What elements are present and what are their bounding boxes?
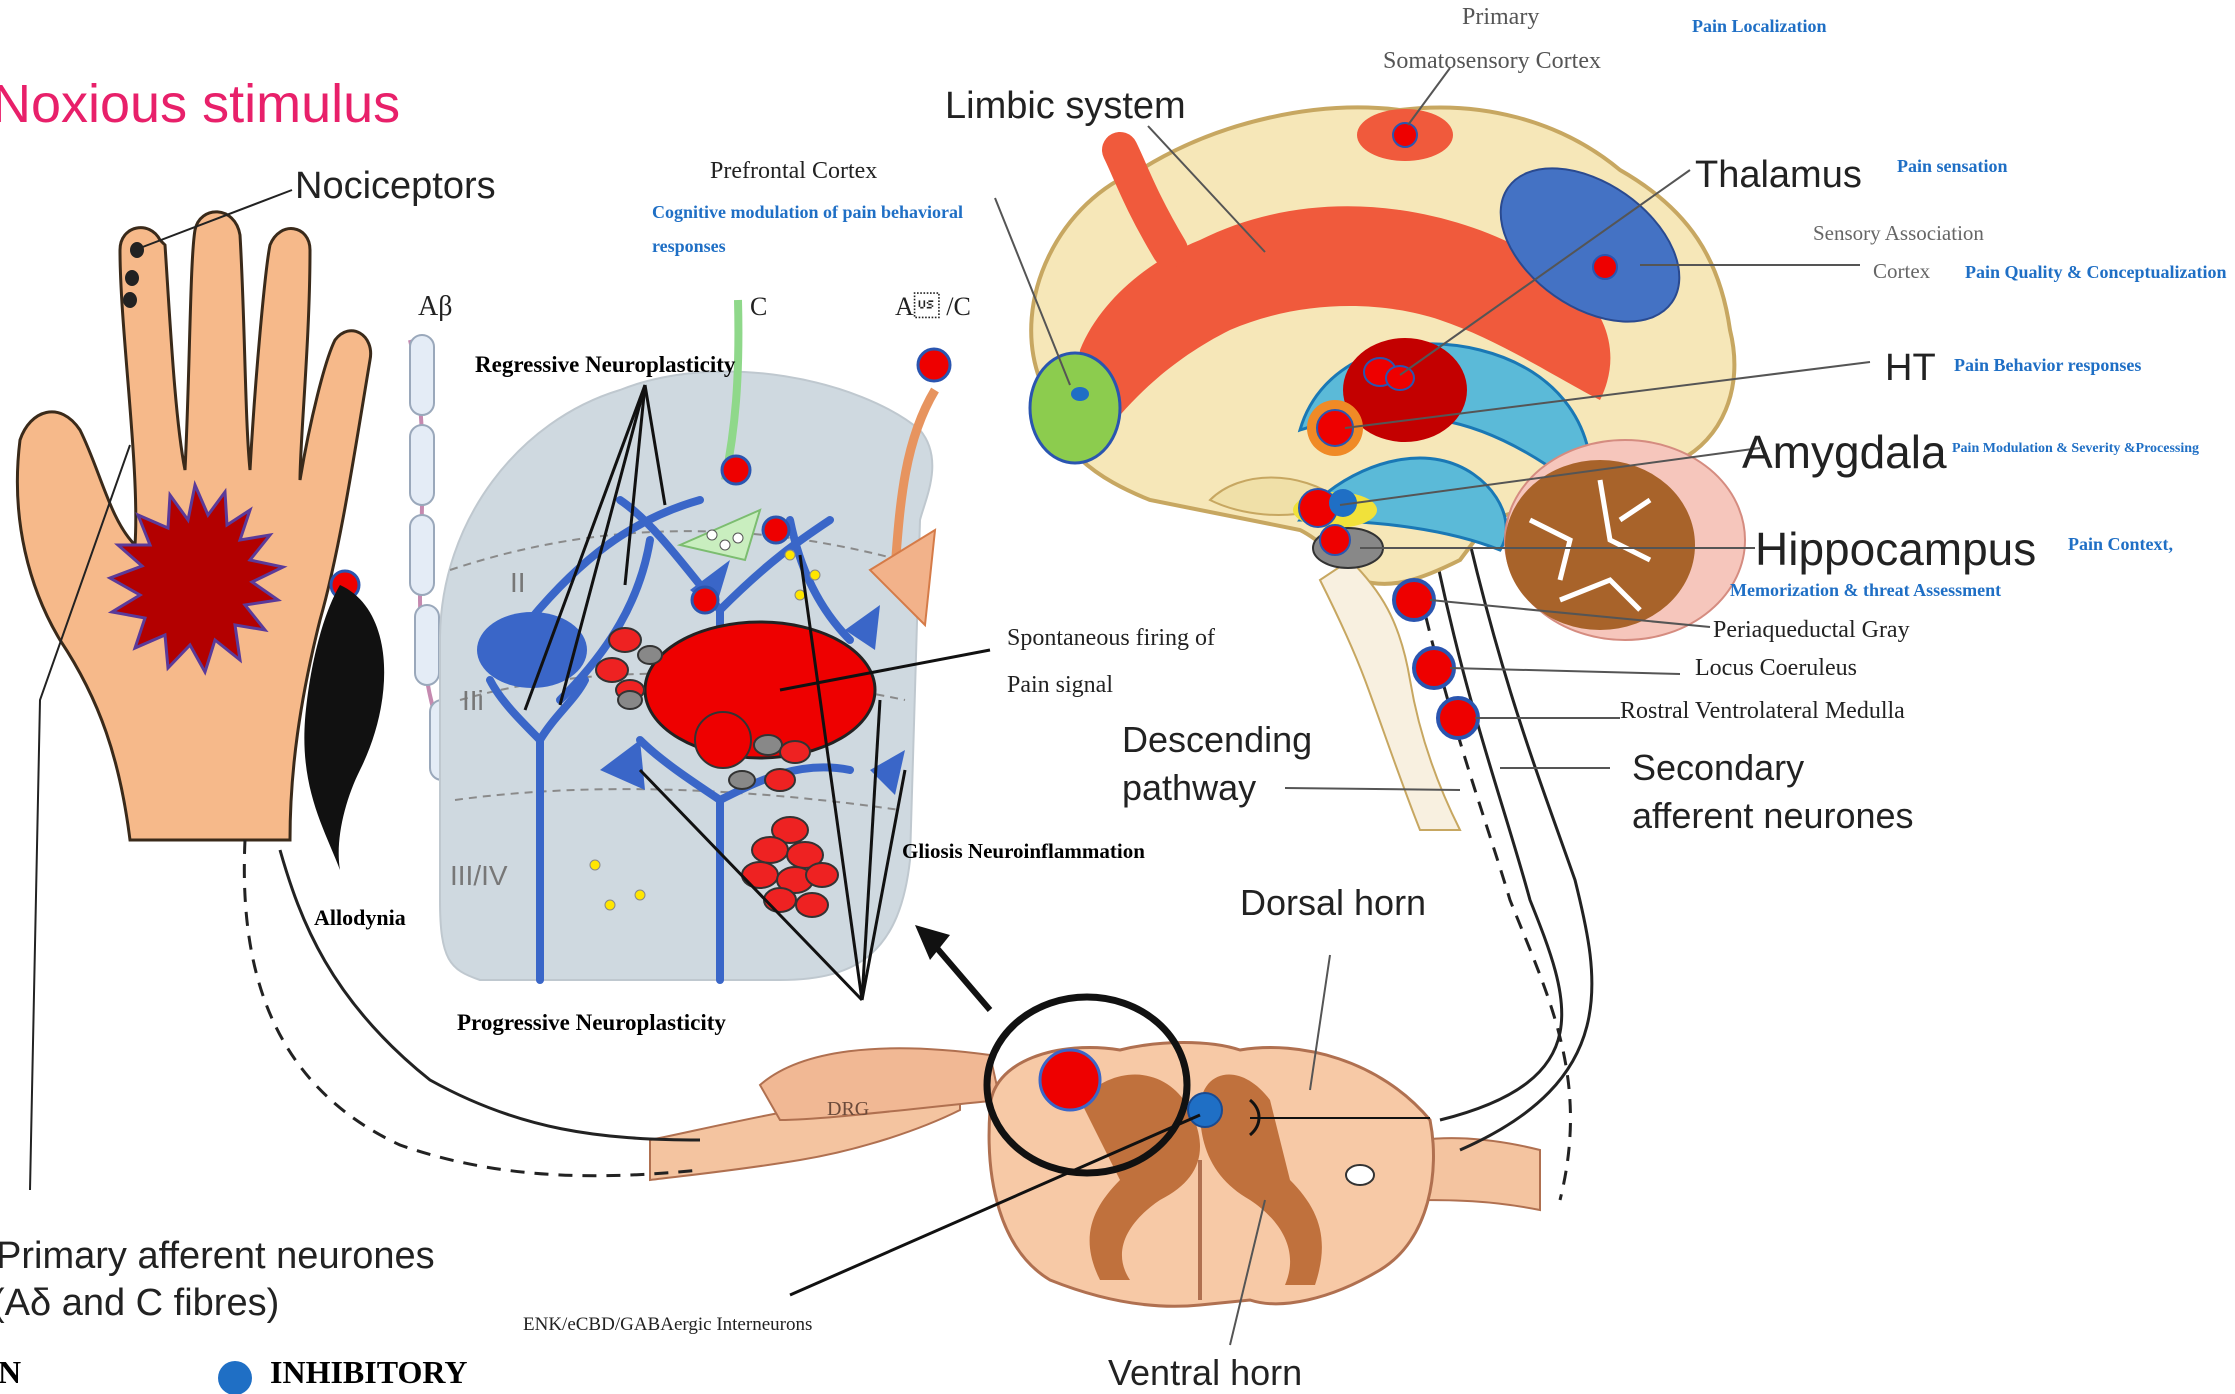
pain-localization-label: Pain Localization bbox=[1692, 16, 1827, 36]
legend-inhibitory-icon bbox=[218, 1361, 252, 1394]
ventral-horn-label: Ventral horn bbox=[1108, 1352, 1302, 1393]
primary-label-1: Primary bbox=[1462, 4, 1539, 30]
fiber-ab-label: Aβ bbox=[418, 291, 452, 322]
secondary-label-2: afferent neurones bbox=[1632, 795, 1914, 836]
legend-excitatory-label: N bbox=[0, 1354, 21, 1390]
secondary-label-1: Secondary bbox=[1632, 747, 1804, 788]
inhibitory-interneuron bbox=[477, 612, 587, 688]
amygdala-role: Pain Modulation & Severity &Processing bbox=[1952, 441, 2199, 456]
rvm-label: Rostral Ventrolateral Medulla bbox=[1620, 698, 1905, 724]
prefrontal-role-1: Cognitive modulation of pain behavioral bbox=[652, 202, 963, 222]
sensory-assoc-label-2: Cortex bbox=[1873, 259, 1931, 283]
hippocampus-label: Hippocampus bbox=[1755, 523, 2036, 575]
dorsal-horn-label: Dorsal horn bbox=[1240, 882, 1426, 923]
rvm-marker bbox=[1438, 698, 1478, 738]
diagram-title: Noxious stimulus bbox=[0, 74, 400, 134]
spontaneous-label-1: Spontaneous firing of bbox=[1007, 625, 1215, 651]
spinal-cord bbox=[650, 925, 1540, 1345]
amygdala-label: Amygdala bbox=[1742, 426, 1947, 478]
primary-afferent-label-1: Primary afferent neurones bbox=[0, 1235, 435, 1277]
nociceptor-dot bbox=[123, 292, 137, 308]
descending-label-1: Descending bbox=[1122, 719, 1312, 760]
prefrontal-cortex-region bbox=[1030, 353, 1120, 463]
dorsal-horn-inset bbox=[440, 300, 990, 1000]
spontaneous-label-2: Pain signal bbox=[1007, 672, 1113, 698]
nociceptors-label: Nociceptors bbox=[295, 165, 496, 207]
thalamus-role: Pain sensation bbox=[1897, 156, 2008, 176]
pag-marker bbox=[1394, 580, 1434, 620]
primary-afferent-label-2: (Aδ and C fibres) bbox=[0, 1282, 279, 1324]
ht-role: Pain Behavior responses bbox=[1954, 355, 2141, 375]
gliosis-label: Gliosis Neuroinflammation bbox=[902, 839, 1145, 863]
drg-label: DRG bbox=[827, 1098, 869, 1120]
lc-marker bbox=[1414, 648, 1454, 688]
hippocampus-role-1: Pain Context, bbox=[2068, 534, 2173, 554]
pag-label: Periaqueductal Gray bbox=[1713, 617, 1910, 643]
nociceptor-dot bbox=[125, 270, 139, 286]
allodynia-label: Allodynia bbox=[314, 905, 406, 930]
hand-illustration bbox=[17, 190, 384, 1190]
lc-label: Locus Coeruleus bbox=[1695, 655, 1857, 681]
legend: N INHIBITORY bbox=[0, 1354, 467, 1394]
zoom-arrow bbox=[930, 940, 990, 1010]
progressive-label: Progressive Neuroplasticity bbox=[457, 1010, 726, 1035]
thalamus-label: Thalamus bbox=[1695, 154, 1862, 196]
sensory-assoc-role: Pain Quality & Conceptualization bbox=[1965, 262, 2227, 282]
regressive-label: Regressive Neuroplasticity bbox=[475, 352, 736, 377]
interneurons-label: ENK/eCBD/GABAergic Interneurons bbox=[523, 1314, 812, 1335]
legend-inhibitory-label: INHIBITORY bbox=[270, 1354, 467, 1390]
lamina-iii-label: IIi bbox=[462, 685, 484, 716]
excitatory-neuron-marker bbox=[1040, 1050, 1100, 1110]
prefrontal-role-2: responses bbox=[652, 236, 726, 256]
descending-label-2: pathway bbox=[1122, 767, 1256, 808]
lamina-iii-iv-label: III/IV bbox=[450, 860, 508, 891]
hippocampus-role-2: Memorization & threat Assessment bbox=[1730, 580, 2001, 600]
fiber-c-label: C bbox=[750, 292, 767, 321]
limbic-system-label: Limbic system bbox=[945, 85, 1186, 127]
lamina-ii-label: II bbox=[510, 567, 526, 598]
sensory-assoc-label-1: Sensory Association bbox=[1813, 221, 1984, 245]
inhibitory-neuron-marker bbox=[1188, 1093, 1222, 1127]
prefrontal-label: Prefrontal Cortex bbox=[710, 158, 877, 184]
primary-label-2: Somatosensory Cortex bbox=[1383, 48, 1601, 74]
nociceptor-dot bbox=[130, 242, 144, 258]
fiber-ad-c-label: A /C bbox=[895, 292, 971, 321]
ht-label: HT bbox=[1885, 347, 1936, 389]
